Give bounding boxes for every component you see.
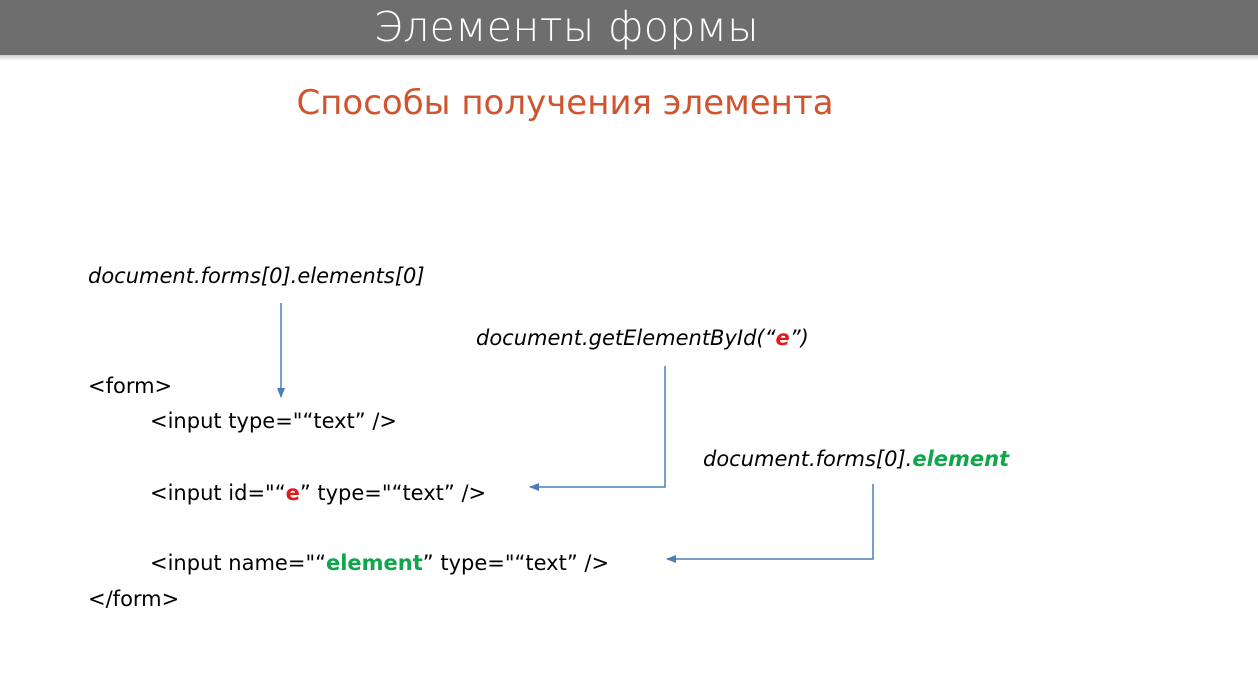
input-text-code: <input type="“text” /> (150, 409, 398, 433)
form-open-tag: <form> (88, 374, 173, 398)
input-id-prefix: <input id="“ (150, 481, 286, 505)
input-id-line: <input id="“e” type="“text” /> (150, 479, 486, 507)
accessor-by-id-prefix: document.getElementById(“ (476, 326, 776, 350)
input-text-line: <input type="“text” /> (150, 407, 397, 435)
title-bar-shadow (0, 55, 1258, 61)
input-id-suffix: ” type="“text” /> (299, 481, 487, 505)
accessor-by-index: document.forms[0].elements[0] (88, 264, 425, 288)
accessor-by-name: document.forms[0].element (703, 445, 1009, 473)
input-name-prefix: <input name="“ (150, 551, 326, 575)
input-id-value: e (285, 481, 300, 505)
slide-title: Элементы формы (373, 3, 760, 51)
title-bar: Элементы формы (0, 0, 1258, 55)
input-name-line: <input name="“element” type="“text” /> (150, 549, 609, 577)
accessor-by-name-key: element (912, 447, 1010, 471)
form-close-tag: </form> (88, 587, 180, 611)
accessor-by-name-prefix: document.forms[0]. (703, 447, 913, 471)
slide-subtitle: Способы получения элемента (296, 83, 834, 123)
accessor-by-id-suffix: ”) (789, 326, 809, 350)
input-name-suffix: ” type="“text” /> (422, 551, 610, 575)
accessor-by-id: document.getElementById(“e”) (476, 324, 809, 352)
accessor-by-id-key: e (775, 326, 790, 350)
arrow-name-to-name-input (666, 484, 874, 563)
input-name-value: element (325, 551, 423, 575)
arrow-id-to-id-input (529, 366, 666, 491)
